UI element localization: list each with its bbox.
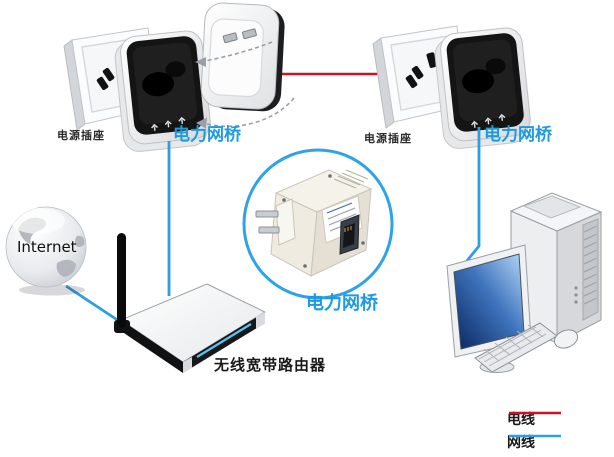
adapter-callout — [242, 148, 394, 300]
router-antenna — [117, 233, 126, 328]
legend-power-label: 电线 — [507, 412, 535, 428]
sticker-text-lines — [326, 202, 358, 232]
plug-prong — [222, 32, 238, 44]
plug-prong — [241, 28, 257, 40]
globe-shadow — [19, 284, 85, 296]
vent-slots — [333, 169, 369, 189]
tower-grille — [583, 225, 598, 305]
legend-power-line: 电线 — [507, 409, 561, 429]
internet-globe — [5, 206, 87, 296]
legend-network-label: 网线 — [507, 435, 535, 451]
legend-power-swatch — [509, 411, 561, 415]
legend-network-swatch — [509, 434, 561, 438]
plug-direction-arrows — [195, 41, 295, 129]
tower-buttons — [574, 286, 578, 304]
left-bridge-label: 电力网桥 — [173, 125, 241, 145]
network-cable-adapter-to-computer — [464, 127, 481, 263]
plug-mount — [275, 198, 296, 246]
adapter-photo — [255, 169, 373, 277]
router-led-strip — [196, 323, 252, 358]
plug-prongs — [255, 210, 280, 234]
rj45-pins — [344, 226, 352, 232]
left-socket-label: 电源插座 — [57, 129, 105, 142]
internet-label: Internet — [17, 238, 77, 256]
network-cable-internet-to-router — [65, 284, 123, 325]
desktop-computer — [446, 192, 603, 373]
right-bridge-label: 电力网桥 — [484, 125, 552, 145]
right-socket-label: 电源插座 — [364, 132, 412, 145]
legend-network-line: 网线 — [507, 432, 561, 452]
computer-mouse — [553, 329, 579, 349]
inset-bridge-label: 电力网桥 — [306, 293, 378, 314]
case-screws — [282, 174, 365, 268]
router-label: 无线宽带路由器 — [214, 356, 327, 374]
adapter-rear-view — [200, 2, 285, 112]
computer-keyboard — [474, 322, 558, 373]
globe-highlight — [11, 208, 65, 234]
computer-tower — [509, 192, 603, 344]
wireless-router — [114, 233, 267, 373]
